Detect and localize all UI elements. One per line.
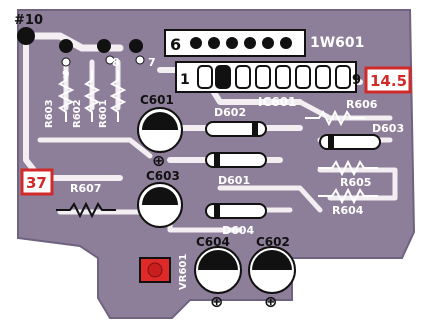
r606-label: R606 (346, 98, 378, 111)
c601-polarity: ⊕ (152, 151, 165, 170)
r602-label: R602 (72, 99, 83, 128)
capacitor-c603 (137, 182, 183, 228)
vr601-label: VR601 (178, 254, 189, 290)
ic601-pin9-label: 9 (352, 73, 361, 88)
connector-pins (190, 37, 292, 49)
connector-pin6-label: 6 (170, 35, 181, 54)
r604-label: R604 (332, 204, 364, 217)
callout-right-value: 14.5 (370, 72, 407, 90)
ic601-label: IC601 (258, 95, 296, 109)
diode-d603 (319, 134, 381, 150)
c604-label: C604 (196, 235, 230, 249)
c602-polarity: ⊕ (264, 292, 277, 311)
capacitor-c604 (194, 246, 242, 294)
d604-label: D604 (222, 224, 254, 237)
c601-label: C601 (140, 93, 174, 107)
ic601-pin1-label: 1 (180, 72, 190, 88)
diode-d604 (205, 203, 267, 219)
d602-label: D602 (214, 106, 246, 119)
tp10-label: #10 (14, 13, 43, 28)
c602-label: C602 (256, 235, 290, 249)
resistors-vertical (57, 70, 127, 122)
c603-label: C603 (146, 169, 180, 183)
callout-box-right (364, 66, 412, 94)
r601-label: R601 (98, 99, 109, 128)
r605-label: R605 (340, 176, 371, 189)
capacitor-c602 (248, 246, 296, 294)
resistors-right (305, 109, 378, 205)
tp8-label: 8 (112, 56, 120, 69)
c604-polarity: ⊕ (210, 292, 223, 311)
callout-box-left (20, 168, 54, 196)
test-points (17, 27, 145, 67)
r603-label: R603 (44, 99, 55, 128)
capacitor-c601 (137, 107, 183, 153)
diode-d602 (205, 121, 267, 137)
d603-label: D603 (372, 122, 404, 135)
callout-left-value: 37 (26, 174, 47, 192)
d601-label: D601 (218, 174, 250, 187)
tp7-label: 7 (148, 56, 156, 69)
resistor-r607 (56, 201, 116, 219)
diode-d601 (205, 152, 267, 168)
r607-label: R607 (70, 182, 101, 195)
ic601-pins (197, 65, 351, 89)
connector-w601-label: 1W601 (310, 35, 364, 51)
